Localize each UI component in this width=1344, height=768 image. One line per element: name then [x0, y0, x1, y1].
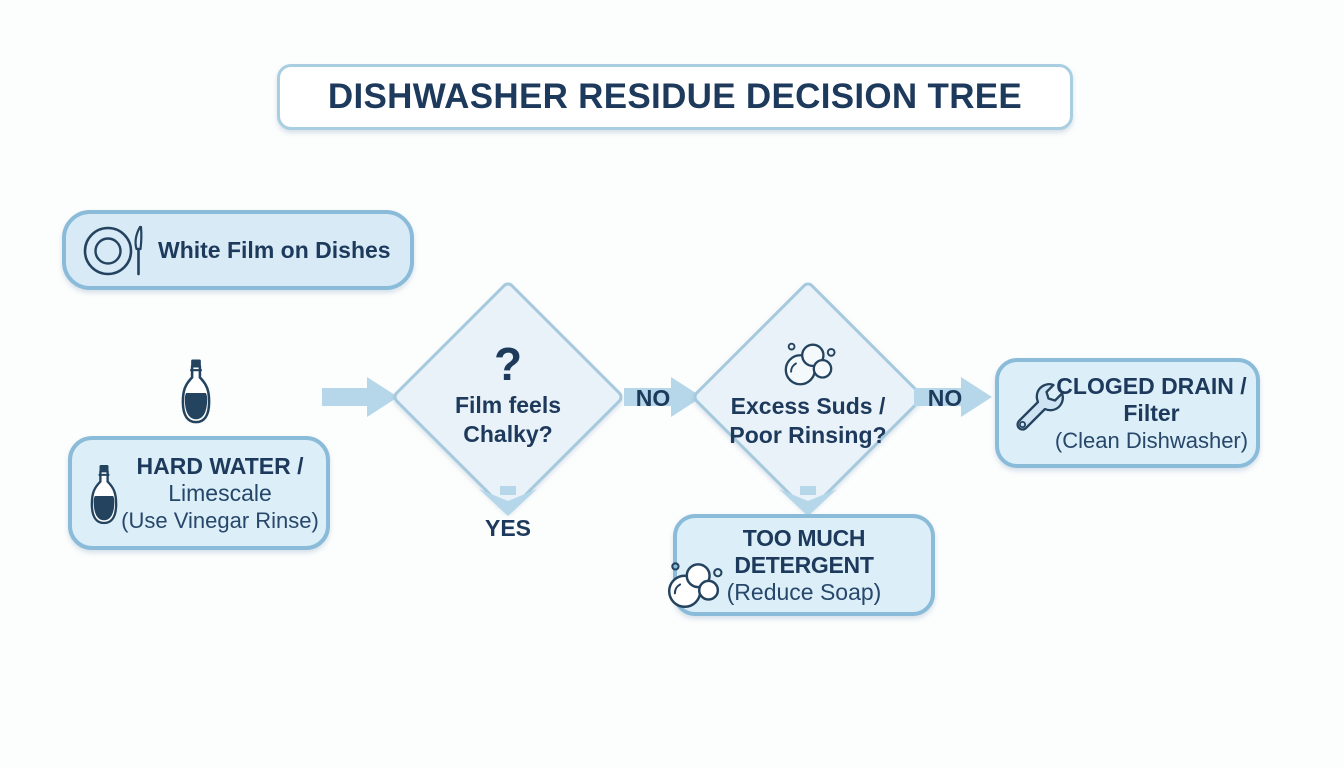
edge-label-no-2: NO	[927, 385, 963, 411]
arrow-down-icon	[779, 486, 837, 516]
page-title: DISHWASHER RESIDUE DECISION TREE	[327, 77, 1023, 116]
hard-water-line1: HARD WATER /	[136, 452, 304, 479]
edge-label-yes: YES	[484, 515, 532, 541]
vinegar-bottle-icon	[86, 460, 122, 532]
arrow-right-icon	[914, 374, 992, 420]
decision-chalky-line1: Film feels	[454, 391, 562, 418]
clogged-line3: (Clean Dishwasher)	[1054, 427, 1249, 453]
arrow-right-icon	[624, 374, 702, 420]
wrench-icon	[1009, 378, 1065, 434]
symptom-label: White Film on Dishes	[158, 236, 391, 263]
clogged-line2: Filter	[1123, 399, 1180, 426]
plate-knife-icon	[82, 221, 148, 279]
hard-water-line2: Limescale	[168, 479, 272, 506]
decision-suds-line2: Poor Rinsing?	[729, 422, 887, 448]
detergent-line2: (Reduce Soap)	[726, 578, 882, 605]
decision-chalky-content: ? Film feels Chalky?	[408, 315, 608, 479]
decision-suds-content: Excess Suds / Poor Rinsing?	[708, 312, 908, 476]
clogged-line1: CLOGED DRAIN /	[1056, 372, 1247, 399]
question-mark-icon: ?	[493, 338, 523, 391]
cause-box-hard-water: HARD WATER / Limescale (Use Vinegar Rins…	[68, 436, 330, 550]
arrow-down-icon	[479, 486, 537, 516]
title-box: DISHWASHER RESIDUE DECISION TREE	[277, 64, 1073, 130]
cause-box-detergent: TOO MUCH DETERGENT (Reduce Soap)	[667, 514, 935, 616]
decision-suds-line1: Excess Suds /	[730, 393, 886, 419]
bubbles-icon	[663, 558, 723, 610]
edge-label-no-1: NO	[635, 385, 671, 411]
symptom-box-white-film: White Film on Dishes	[62, 210, 414, 290]
arrow-right-icon	[322, 374, 398, 420]
detergent-line1: TOO MUCH DETERGENT	[734, 524, 874, 578]
decision-chalky-line2: Chalky?	[463, 420, 553, 447]
hard-water-line3: (Use Vinegar Rinse)	[121, 507, 319, 533]
bubbles-icon	[780, 338, 836, 388]
vinegar-bottle-icon	[176, 358, 216, 428]
cause-box-clogged-drain: CLOGED DRAIN / Filter (Clean Dishwasher)	[995, 358, 1260, 468]
